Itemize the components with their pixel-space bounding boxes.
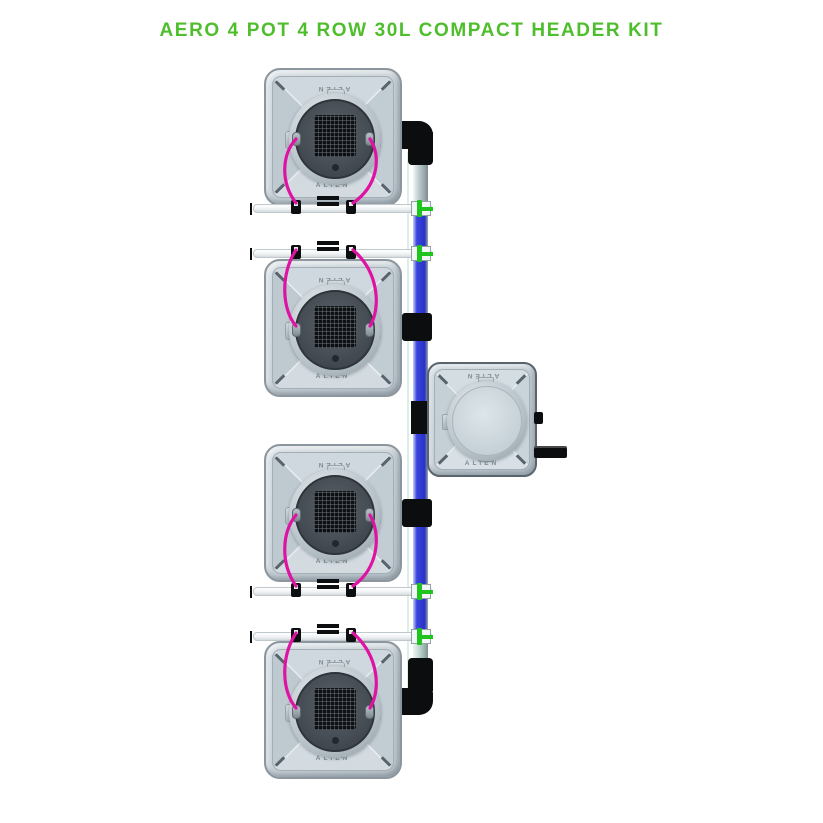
sprayer-lid bbox=[295, 290, 375, 370]
tank-port-upper bbox=[534, 412, 543, 424]
lid-plug-icon bbox=[332, 737, 339, 744]
pot-brand-bottom: ALIEN bbox=[315, 558, 351, 565]
bottom-elbow-vertical bbox=[408, 658, 433, 691]
manifold-tee-green-2 bbox=[411, 245, 433, 262]
sprayer-lid bbox=[295, 475, 375, 555]
lid-plug-icon bbox=[332, 164, 339, 171]
manifold-tee-green-4 bbox=[411, 628, 433, 645]
tube-clip-icon bbox=[346, 245, 356, 259]
row-feed-pipe-4 bbox=[250, 623, 435, 645]
sprayer-mesh-icon bbox=[314, 491, 356, 533]
tube-port-right bbox=[365, 705, 374, 719]
lid-plug-icon bbox=[332, 540, 339, 547]
tube-clip-icon bbox=[346, 583, 356, 597]
pipe-end-cap-icon bbox=[250, 586, 252, 598]
tube-port-left bbox=[292, 508, 301, 522]
row-pipe-body bbox=[253, 249, 432, 258]
manifold-pipe-silver-top bbox=[413, 152, 428, 210]
manifold-highlight-line bbox=[407, 152, 409, 692]
row-feed-pipe-2 bbox=[250, 240, 435, 262]
tube-port-left bbox=[292, 705, 301, 719]
tank-inlet-connector bbox=[411, 401, 430, 434]
tube-clip-icon bbox=[346, 628, 356, 642]
sprayer-mesh-icon bbox=[314, 115, 356, 157]
pot-brand-bottom: ALIEN bbox=[315, 755, 351, 762]
grow-pot-2: ALIEN ALIEN bbox=[264, 259, 402, 397]
manifold-tee-green-1 bbox=[411, 200, 433, 217]
row-feed-pipe-1 bbox=[250, 195, 435, 217]
pot3-tee-connector bbox=[402, 499, 432, 527]
manifold-tee-green-3 bbox=[411, 583, 433, 600]
pot-brand-bottom: ALIEN bbox=[315, 373, 351, 380]
row-pipe-body bbox=[253, 587, 432, 596]
top-elbow-vertical bbox=[408, 132, 433, 165]
grow-pot-3: ALIEN ALIEN bbox=[264, 444, 402, 582]
tank-outlet-valve bbox=[534, 446, 567, 458]
pot-brand-bottom: ALIEN bbox=[315, 182, 351, 189]
row-pipe-body bbox=[253, 632, 432, 641]
tank-brand-bottom: ALIEN bbox=[464, 460, 500, 467]
grow-pot-4: ALIEN ALIEN bbox=[264, 641, 402, 779]
header-tank: ALIEN ALIEN bbox=[427, 362, 537, 477]
tube-port-right bbox=[365, 508, 374, 522]
sprayer-lid bbox=[295, 672, 375, 752]
sprayer-mesh-icon bbox=[314, 688, 356, 730]
row-feed-pipe-3 bbox=[250, 578, 435, 600]
sprayer-mesh-icon bbox=[314, 306, 356, 348]
tube-port-right bbox=[365, 132, 374, 146]
tank-lid bbox=[452, 386, 522, 456]
bottom-elbow-horizontal bbox=[402, 688, 433, 715]
tube-port-right bbox=[365, 323, 374, 337]
tube-clip-icon bbox=[291, 200, 301, 214]
tube-clip-icon bbox=[346, 200, 356, 214]
pot2-tee-connector bbox=[402, 313, 432, 341]
pipe-end-cap-icon bbox=[250, 631, 252, 643]
row-pipe-body bbox=[253, 204, 432, 213]
tube-port-left bbox=[292, 323, 301, 337]
tube-port-left bbox=[292, 132, 301, 146]
pipe-end-cap-icon bbox=[250, 203, 252, 215]
tube-clip-icon bbox=[291, 583, 301, 597]
page-title: AERO 4 POT 4 ROW 30L COMPACT HEADER KIT bbox=[159, 20, 664, 41]
tube-clip-icon bbox=[291, 245, 301, 259]
lid-plug-icon bbox=[332, 355, 339, 362]
pipe-end-cap-icon bbox=[250, 248, 252, 260]
sprayer-lid bbox=[295, 99, 375, 179]
grow-pot-1: ALIEN ALIEN bbox=[264, 68, 402, 206]
tube-clip-icon bbox=[291, 628, 301, 642]
